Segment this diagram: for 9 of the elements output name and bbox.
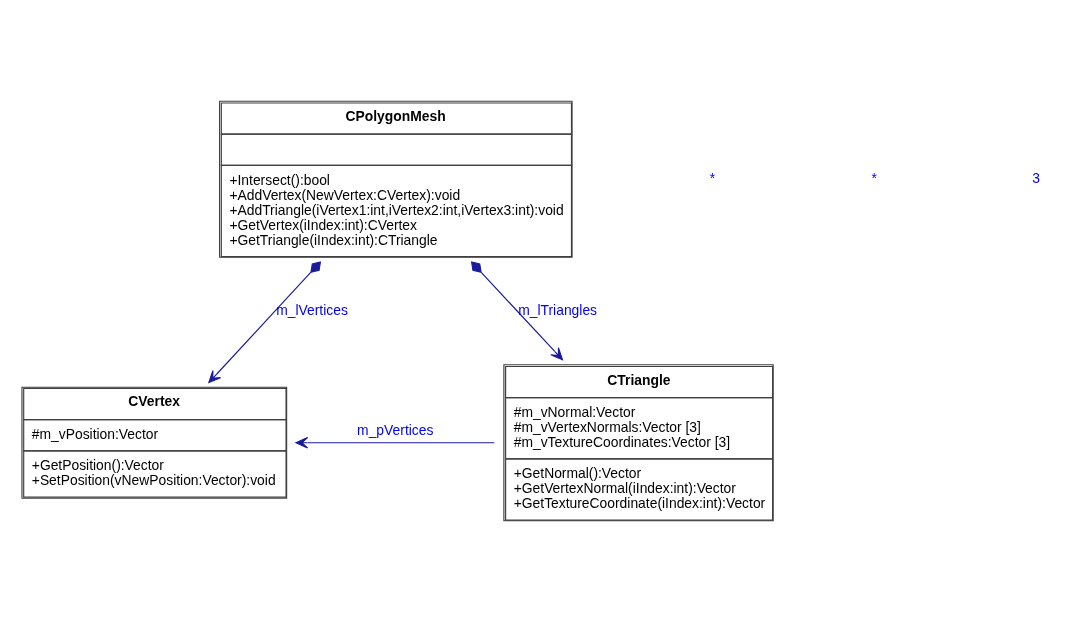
arrow — [295, 436, 495, 449]
arrow — [208, 260, 322, 383]
edge-label: m_lTriangles — [518, 301, 598, 318]
label: 3 — [1032, 169, 1040, 186]
edge-label: m_lVertices — [276, 301, 348, 318]
arrow — [470, 260, 564, 360]
label: * — [709, 169, 716, 186]
label: * — [871, 169, 877, 186]
edge-label: m_pVertices — [357, 421, 434, 438]
